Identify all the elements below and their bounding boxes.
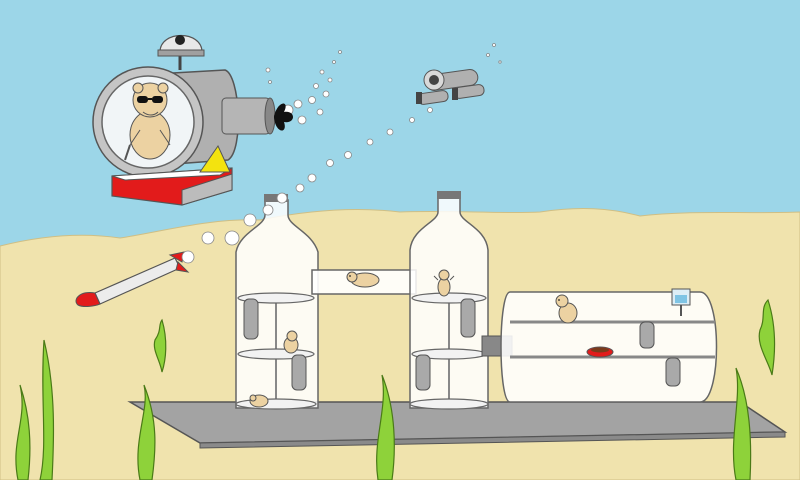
habitat-platform — [127, 401, 788, 449]
bottle-habitat-left[interactable] — [235, 194, 319, 410]
hamster-pilot[interactable] — [124, 82, 171, 161]
submarine[interactable] — [92, 34, 293, 206]
drone-submarine[interactable] — [416, 68, 485, 105]
hamster[interactable] — [249, 394, 269, 408]
hamster[interactable] — [433, 269, 455, 297]
seaweed — [15, 298, 776, 480]
sunglasses-icon — [137, 96, 163, 103]
bubble-trail — [181, 43, 502, 264]
hamster[interactable] — [283, 330, 299, 354]
food-bowl[interactable] — [586, 346, 614, 358]
bottle-habitat-middle[interactable] — [409, 191, 489, 410]
hamster[interactable] — [346, 271, 380, 288]
propeller-icon — [274, 103, 293, 131]
hamster[interactable] — [555, 294, 578, 324]
bottle-habitat-right[interactable] — [481, 288, 718, 403]
water-bottle-icon — [671, 288, 691, 316]
